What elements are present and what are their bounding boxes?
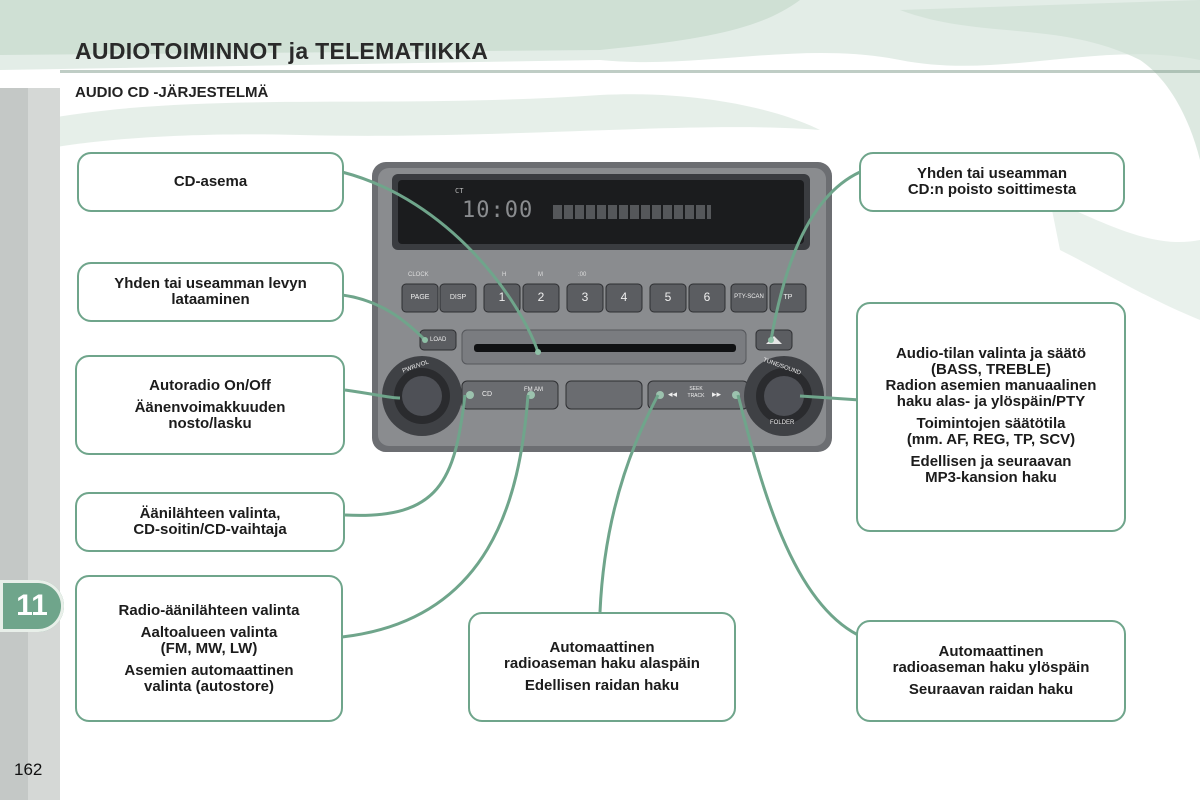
callout-text: radioaseman haku alaspäin [504,655,700,672]
callout-text: CD:n poisto soittimesta [907,181,1077,198]
callout-text: Asemien automaattinen [124,661,294,679]
seek-down-icon: ◂◂ [668,389,678,399]
callout-text: Radion asemien manuaalinen [885,377,1097,394]
callout-text: radioaseman haku ylöspäin [892,659,1090,676]
seek-track-button[interactable]: SEEK TRACK [687,386,705,399]
callout-text: Edellisen ja seuraavan [910,453,1072,470]
callout-radio-source: Radio-äänilähteen valinta Aaltoalueen va… [75,575,343,722]
callout-seek-up: Automaattinen radioaseman haku ylöspäin … [856,620,1126,722]
seek-up-icon: ▸▸ [712,389,722,399]
fm-am-button[interactable]: FM AM [524,387,543,393]
pwr-vol-knob[interactable] [382,356,462,436]
callout-text: Audio-tilan valinta ja säätö [895,345,1087,362]
callout-text: valinta (autostore) [143,677,275,695]
preset-4-button[interactable]: 4 [620,290,628,304]
cd-button[interactable]: CD [482,391,493,398]
radio-label-clock: CLOCK [408,272,429,278]
eject-button[interactable] [756,330,792,350]
radio-label-m: M [538,272,543,278]
callout-text: Radio-äänilähteen valinta [118,601,300,619]
callout-text: Seuraavan raidan haku [908,681,1074,698]
callout-text: Edellisen raidan haku [524,677,680,694]
callout-text: CD-asema [173,173,248,190]
callout-audio-settings: Audio-tilan valinta ja säätö (BASS, TREB… [856,302,1126,532]
callout-text: Äänilähteen valinta, [139,505,281,522]
callout-text: (mm. AF, REG, TP, SCV) [906,431,1076,448]
preset-5-button[interactable]: 5 [664,290,672,304]
radio-label-00: :00 [578,272,587,278]
callout-text: (FM, MW, LW) [160,639,258,657]
tp-button[interactable]: TP [783,294,793,301]
preset-3-button[interactable]: 3 [581,290,589,304]
folder-label: FOLDER [770,420,795,426]
pty-scan-button[interactable]: PTY-SCAN [734,294,764,300]
callout-text: haku alas- ja ylöspäin/PTY [896,393,1086,410]
preset-disp-button[interactable]: DISP [449,294,467,301]
callout-text: Automaattinen [938,643,1044,660]
callout-text: Autoradio On/Off [149,377,271,394]
load-button[interactable]: LOAD [430,337,447,343]
preset-2-button[interactable]: 2 [537,290,545,304]
callout-text: Yhden tai useamman [916,165,1068,182]
page-number: 162 [14,760,43,779]
radio-display-segments [553,205,711,219]
callout-load: Yhden tai useamman levyn lataaminen [77,262,344,322]
callout-text: (BASS, TREBLE) [931,361,1051,378]
callout-source: Äänilähteen valinta, CD-soitin/CD-vaihta… [75,492,345,552]
callout-seek-down: Automaattinen radioaseman haku alaspäin … [468,612,736,722]
callout-text: Automaattinen [549,639,655,656]
callout-text: lataaminen [171,291,250,308]
chapter-tab: 11 [0,580,64,632]
preset-page-button[interactable]: PAGE [410,294,430,301]
callout-text: Aaltoalueen valinta [140,623,278,641]
callout-text: Yhden tai useamman levyn [114,275,307,292]
callout-power-volume: Autoradio On/Off Äänenvoimakkuuden nosto… [75,355,345,455]
preset-6-button[interactable]: 6 [703,290,711,304]
callout-text: Äänenvoimakkuuden [134,399,286,416]
callout-text: Toimintojen säätötila [916,415,1066,432]
radio-display-time: 10:00 [462,198,534,223]
section-subtitle: AUDIO CD -JÄRJESTELMÄ [75,84,269,101]
radio-display-small: CT [455,187,464,195]
callout-text: nosto/lasku [168,415,252,432]
callout-text: CD-soitin/CD-vaihtaja [133,521,287,538]
callout-text: MP3-kansion haku [925,469,1057,486]
radio-label-h: H [502,272,507,278]
callout-cd-drive: CD-asema [77,152,344,212]
preset-1-button[interactable]: 1 [498,290,506,304]
callout-eject: Yhden tai useamman CD:n poisto soittimes… [859,152,1125,212]
cd-slot [462,330,746,364]
page-title: AUDIOTOIMINNOT ja TELEMATIIKKA [75,38,489,64]
